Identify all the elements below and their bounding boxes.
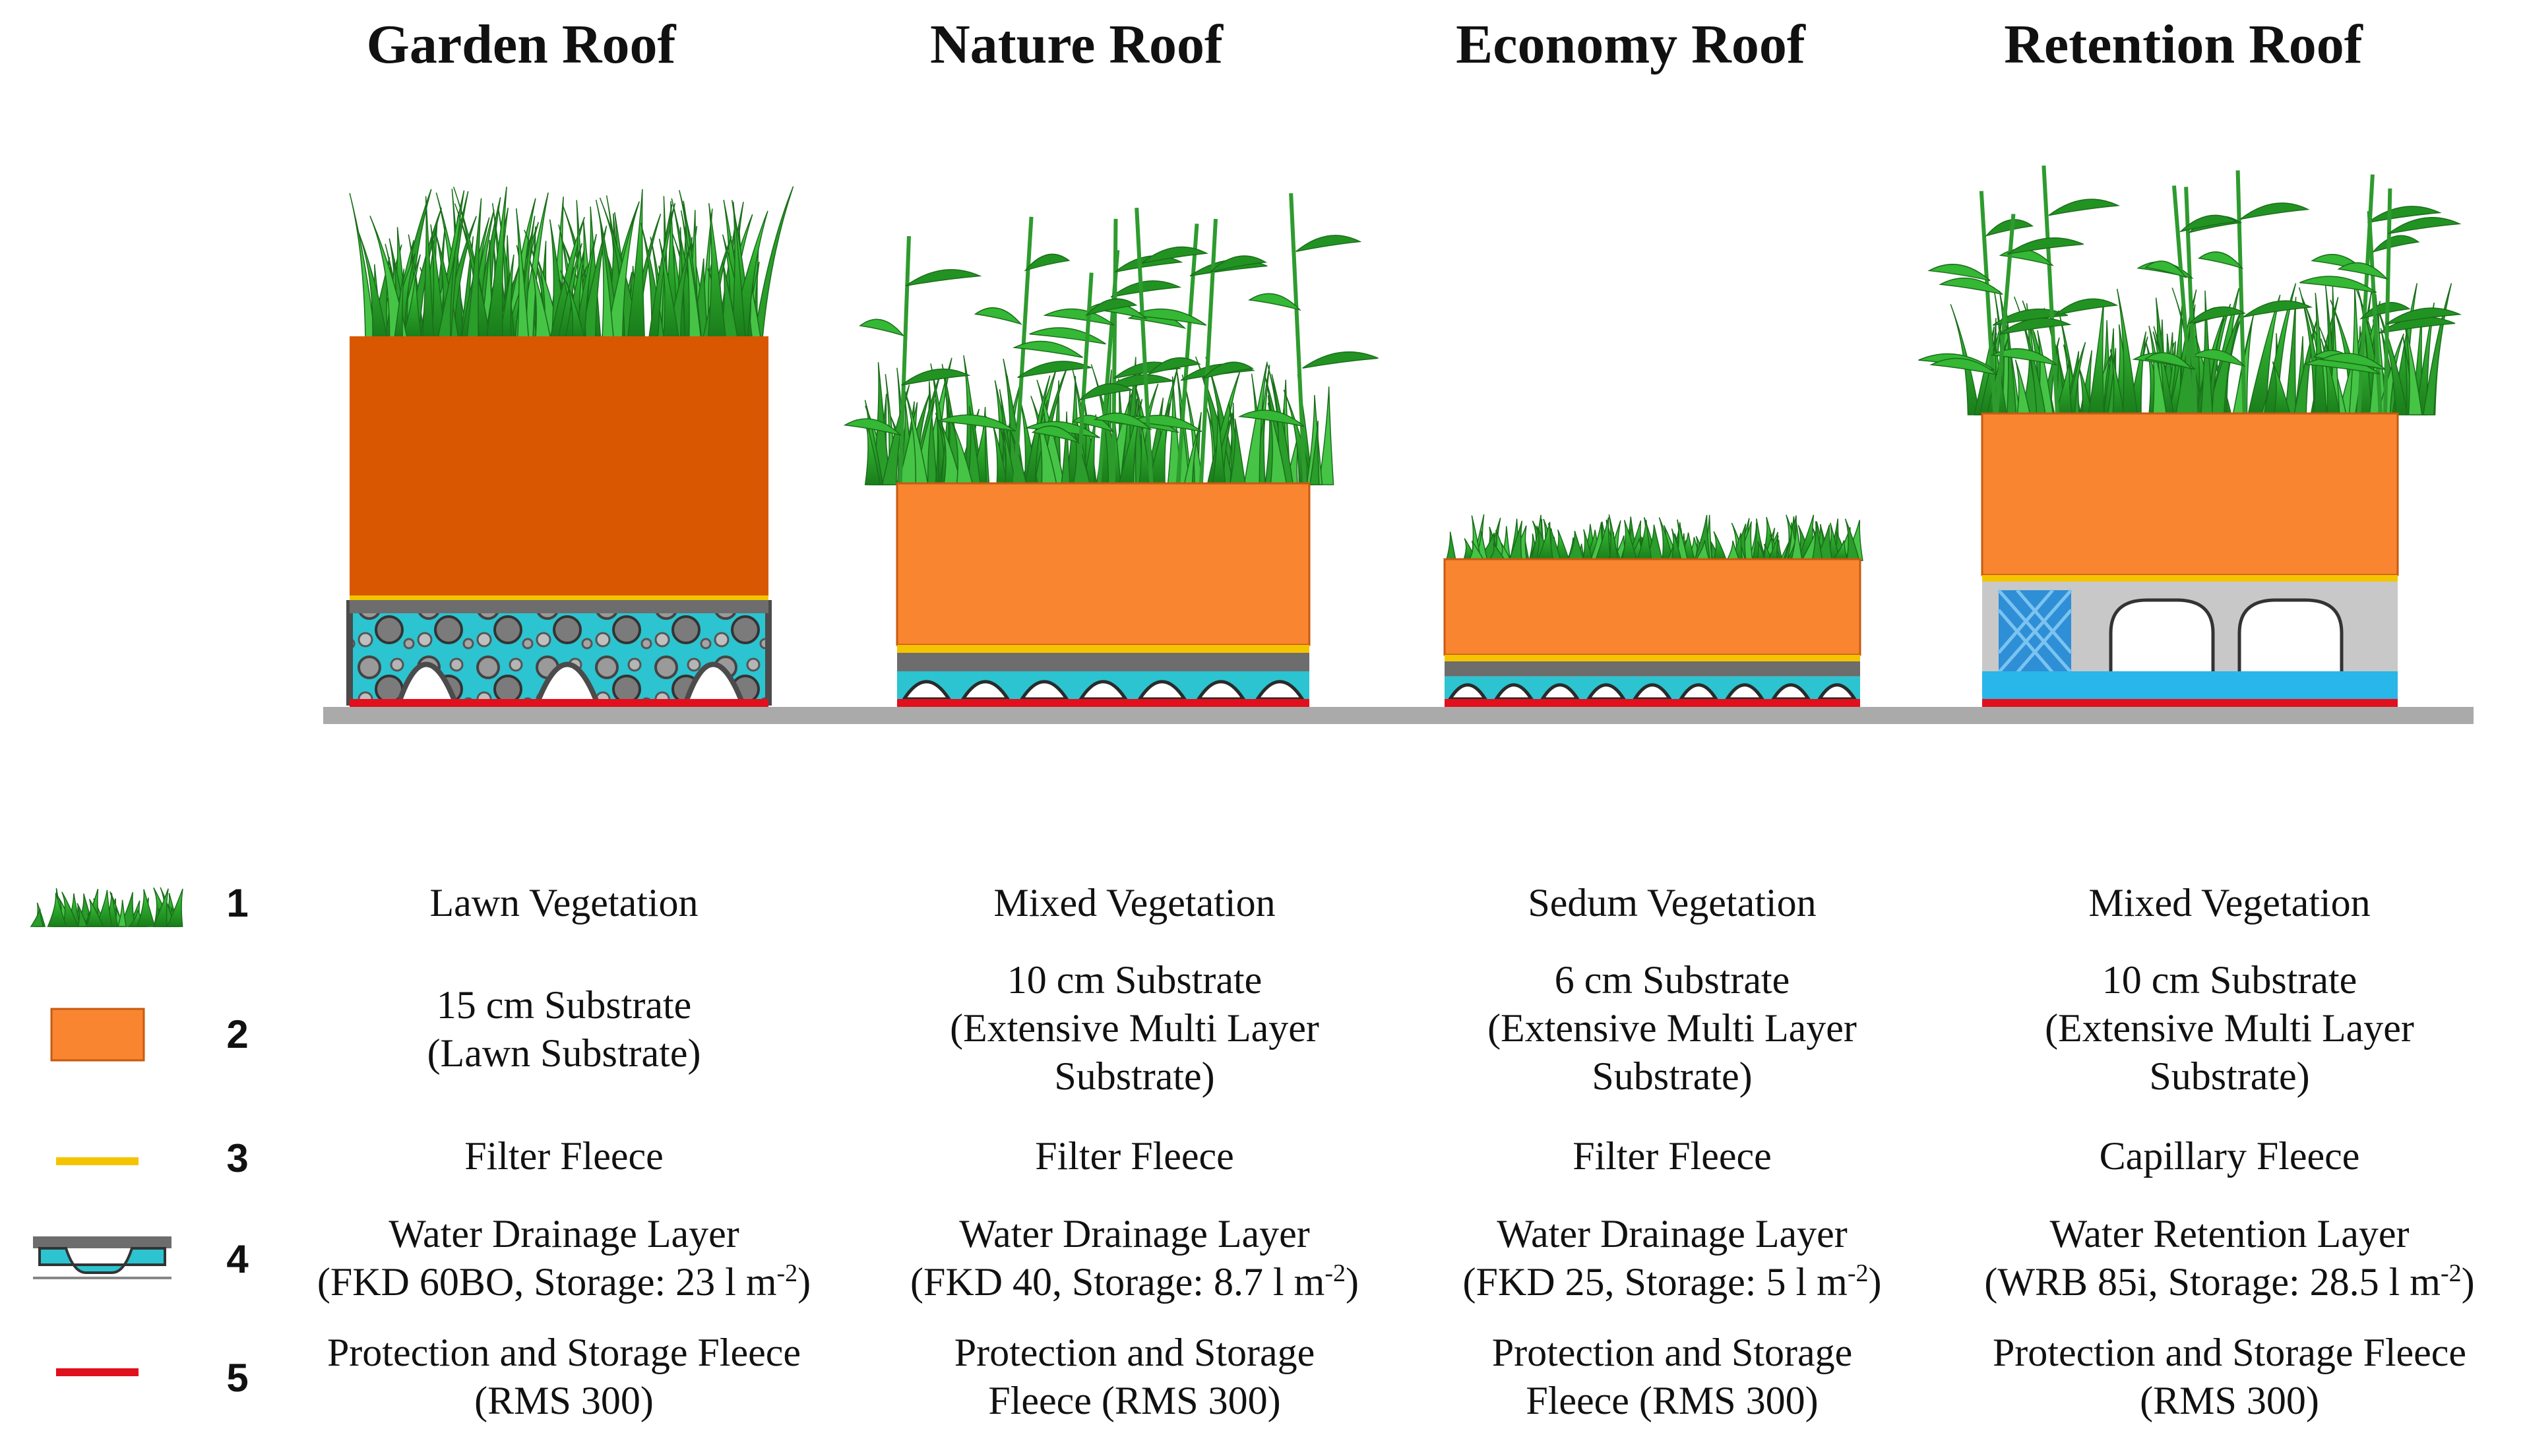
garden-roof-title: Garden Roof [366,14,676,75]
retention-roof-title: Retention Roof [2004,14,2363,75]
economy-roof-section [1443,514,1863,707]
economy-roof-protection-fleece [1445,699,1860,707]
legend-number-3: 3 [226,1136,249,1180]
nature-roof-drainage-layer [897,653,1309,701]
garden-roof-section [346,186,794,707]
economy-roof-drainage-layer [1445,661,1860,701]
protection-fleece-icon [56,1368,139,1376]
retention-vegetation-label: Mixed Vegetation [2088,881,2371,925]
economy-roof-title: Economy Roof [1456,14,1805,75]
legend-number-2: 2 [226,1012,249,1056]
garden-substrate-label: 15 cm Substrate(Lawn Substrate) [427,983,701,1075]
economy-vegetation-label: Sedum Vegetation [1528,881,1817,925]
drainage-layer-icon [33,1236,171,1279]
retention-roof-capillary-fleece [1982,575,2398,582]
garden-roof-drainage-layer [346,600,772,706]
retention-retention-layer-label: Water Retention Layer (WRB 85i, Storage:… [1984,1212,2475,1304]
nature-vegetation-label: Mixed Vegetation [993,881,1276,925]
economy-roof-vegetation [1445,514,1863,561]
garden-roof-protection-fleece [350,699,768,707]
retention-fleece-label: Capillary Fleece [2099,1134,2360,1178]
economy-roof-substrate [1443,558,1861,656]
retention-roof-vegetation [1918,165,2462,415]
nature-roof-vegetation [843,193,1379,485]
retention-roof-protection-fleece [1982,699,2398,707]
garden-fleece-label: Filter Fleece [464,1134,664,1178]
economy-fleece-label: Filter Fleece [1573,1134,1772,1178]
nature-drainage-label: Water Drainage Layer (FKD 40, Storage: 8… [910,1212,1359,1304]
garden-roof-substrate [350,336,768,597]
garden-vegetation-label: Lawn Vegetation [429,881,699,925]
roof-base-slab [323,707,2474,724]
nature-roof-substrate [896,482,1311,646]
nature-roof-protection-fleece [897,699,1309,707]
nature-roof-filter-fleece [897,645,1309,653]
nature-fleece-label: Filter Fleece [1035,1134,1234,1178]
legend-number-1: 1 [226,881,249,925]
garden-roof-vegetation [349,186,794,338]
substrate-icon [50,1008,145,1062]
garden-drainage-label: Water Drainage Layer (FKD 60BO, Storage:… [317,1212,811,1304]
legend-number-4: 4 [226,1237,249,1281]
nature-roof-title: Nature Roof [929,14,1224,75]
garden-protection-fleece-label: Protection and Storage Fleece(RMS 300) [327,1331,801,1422]
retention-roof-section [1918,165,2462,707]
nature-roof-section [843,193,1379,707]
retention-roof-substrate [1981,412,2399,576]
filter-fleece-icon [56,1157,139,1165]
economy-drainage-label: Water Drainage Layer (FKD 25, Storage: 5… [1462,1212,1882,1304]
retention-roof-retention-layer [1982,582,2398,699]
economy-roof-filter-fleece [1445,655,1860,661]
legend-number-5: 5 [226,1356,249,1400]
vegetation-icon [30,887,183,927]
retention-protection-fleece-label: Protection and Storage Fleece(RMS 300) [1992,1331,2467,1422]
